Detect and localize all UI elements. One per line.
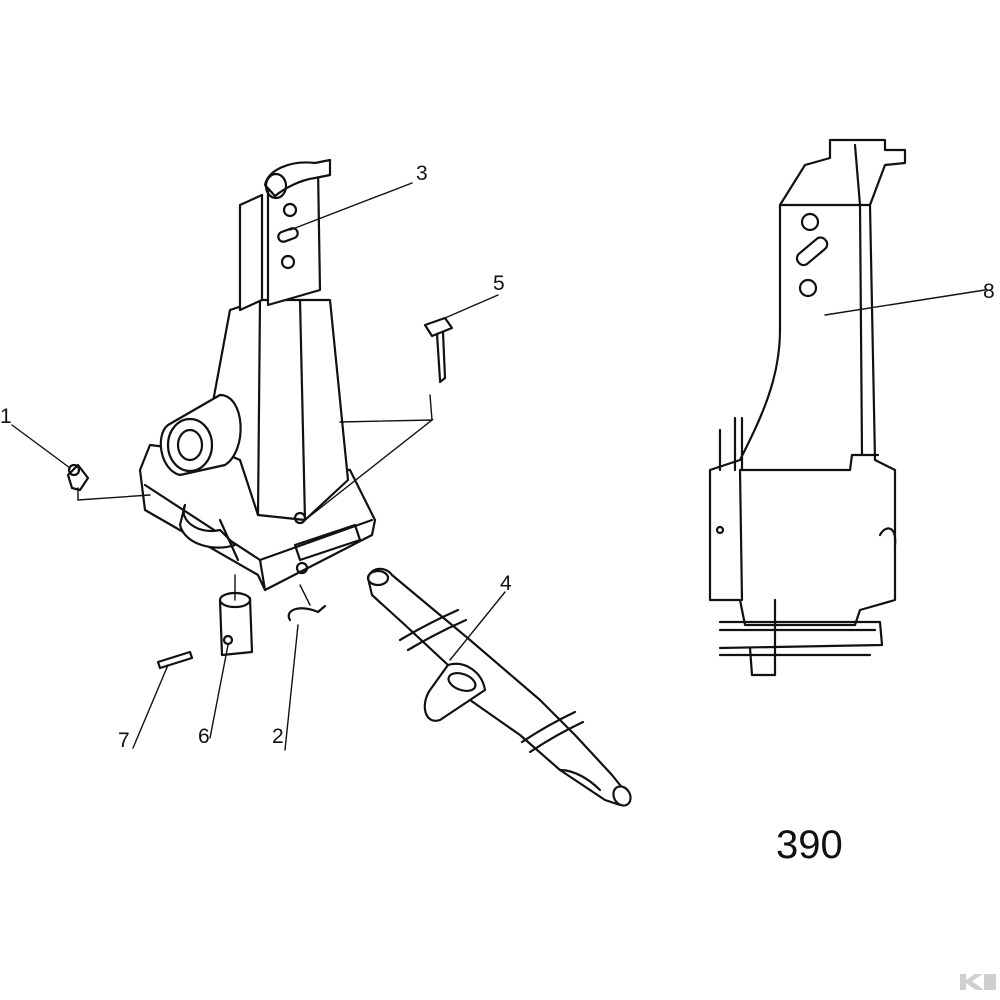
k-logo-icon [960,974,996,990]
leader-line-1 [11,424,71,469]
part-7-roll-pin [156,650,194,670]
part-1-grease-nipple [66,463,90,492]
callout-5: 5 [493,272,505,295]
leader-line-8 [824,289,986,316]
leader-line-2 [284,624,299,751]
part-4-lower-link-arm [366,567,632,807]
callout-numbers: 1 2 3 4 5 6 7 8 [0,162,995,752]
callout-8: 8 [983,280,995,303]
leader-line-3 [289,182,413,231]
leader-lines [11,182,986,751]
part-8-side-assembly [708,138,907,677]
assembly-lines [77,394,435,606]
callout-1: 1 [0,405,12,428]
leader-line-4 [449,591,506,661]
leader-line-5 [444,294,499,319]
callout-2: 2 [272,725,284,748]
callout-3: 3 [416,162,428,185]
leader-line-6 [209,644,229,739]
part-3-bracket-housing [138,158,377,592]
callout-7: 7 [118,729,130,752]
part-2-clip [287,604,327,622]
callout-6: 6 [198,725,210,748]
part-5-pin [423,316,454,384]
part-6-bushing [218,591,254,657]
callout-4: 4 [500,572,512,595]
figure-number: 390 [776,823,843,867]
leader-line-7 [132,664,169,749]
